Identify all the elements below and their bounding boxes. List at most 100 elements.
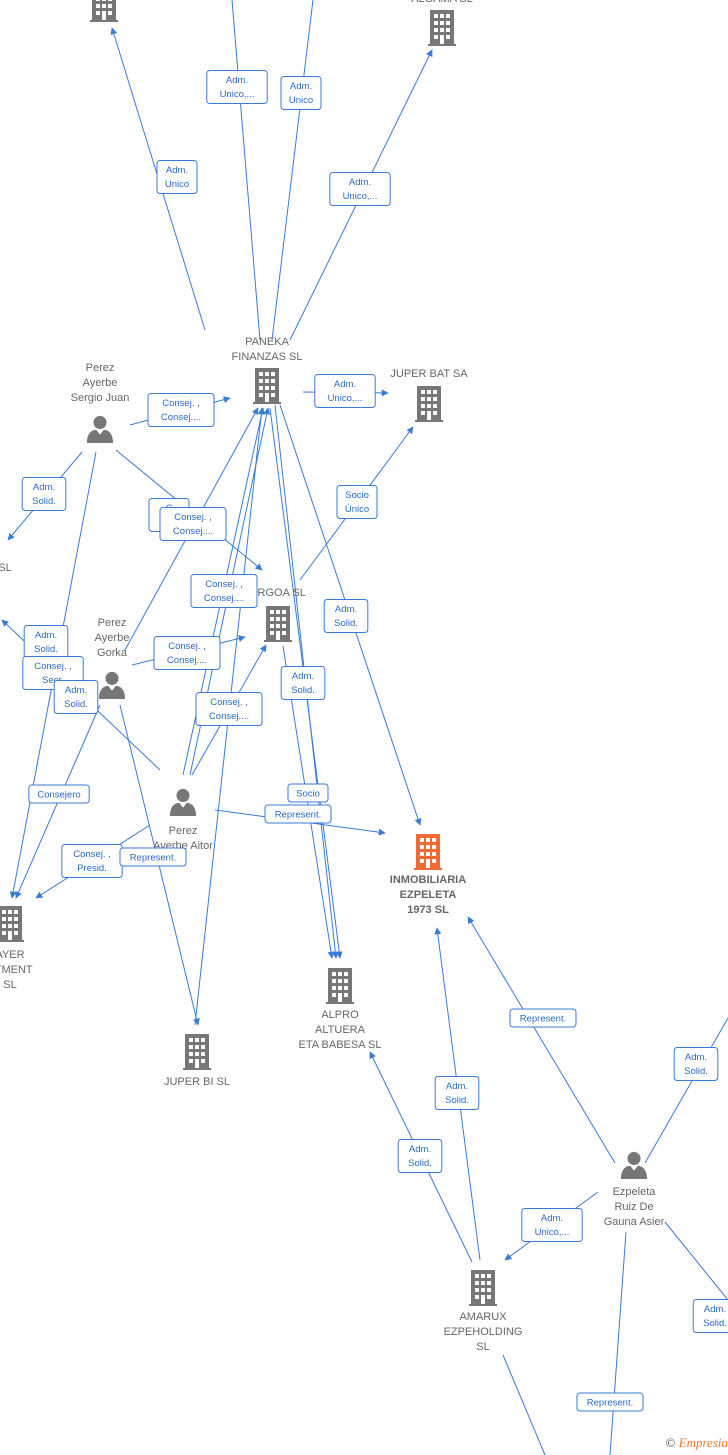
node-label: EZPELETA xyxy=(400,889,457,901)
edge-label-l16[interactable]: Consej. ,Consej.... xyxy=(153,636,221,670)
edge-label-l25[interactable]: Adm.Solid. xyxy=(673,1047,719,1081)
person-icon xyxy=(169,788,197,816)
edge-label-l4[interactable]: Adm.Unico,... xyxy=(329,172,391,206)
edge-label-box xyxy=(21,477,67,511)
edge-label-l30[interactable]: Represent. xyxy=(576,1392,644,1412)
edge-label-text: Consej.... xyxy=(209,711,249,722)
edge-label-text: Presid. xyxy=(77,863,107,874)
edge-label-l28[interactable]: Adm.Unico,... xyxy=(521,1208,583,1242)
edge-label-text: Consej. , xyxy=(174,512,212,523)
node-top1[interactable] xyxy=(90,0,118,22)
edge-label-text: Unico xyxy=(165,179,189,190)
node-label: Gauna Asier xyxy=(604,1216,665,1228)
edge-label-text: Adm. xyxy=(65,685,87,696)
edge-label-l18[interactable]: Consej. ,Consej.... xyxy=(195,692,263,726)
relation-edge xyxy=(609,1231,627,1455)
edge-label-box xyxy=(159,507,227,541)
node-ayer[interactable]: AYERSTMENTSL xyxy=(0,906,33,991)
node-label: SL xyxy=(3,979,16,991)
edge-label-text: Unico,... xyxy=(220,89,255,100)
edge-label-box xyxy=(153,636,221,670)
edge-label-box xyxy=(521,1208,583,1242)
node-label: Ruiz De xyxy=(614,1201,653,1213)
edge-label-box xyxy=(206,70,268,104)
edge-label-l22[interactable]: Consej. ,Presid. xyxy=(61,844,123,878)
relation-edge xyxy=(502,1354,546,1455)
edge-label-text: Adm. xyxy=(292,671,314,682)
edge-label-l24[interactable]: Represent. xyxy=(509,1008,577,1028)
node-label: Perez xyxy=(98,617,127,629)
edge-label-box xyxy=(190,574,258,608)
node-leftsl[interactable]: SL xyxy=(0,562,12,574)
edge-label-box xyxy=(264,804,332,824)
edge-label-l23[interactable]: Represent. xyxy=(119,847,187,867)
edge-label-text: Consej.... xyxy=(161,412,201,423)
edge-label-text: Consej. , xyxy=(168,641,206,652)
edge-label-l15[interactable]: Adm. Solid. xyxy=(53,680,99,714)
edge-label-box xyxy=(329,172,391,206)
building-icon xyxy=(253,368,281,404)
edge-label-box xyxy=(280,666,326,700)
edge-label-l3[interactable]: Adm.Unico xyxy=(156,160,198,194)
edge-label-l13[interactable]: Adm.Solid. xyxy=(23,625,69,659)
edge-label-l11[interactable]: Consej. ,Consej.... xyxy=(190,574,258,608)
edge-label-text: Represent. xyxy=(130,853,176,864)
edge-label-l7[interactable]: Adm.Solid. xyxy=(21,477,67,511)
edge-label-l17[interactable]: Adm.Solid. xyxy=(280,666,326,700)
node-juperbi[interactable]: JUPER BI SL xyxy=(164,1034,230,1088)
edge-label-box xyxy=(53,680,99,714)
node-label: AMARUX xyxy=(459,1311,507,1323)
edge-label-text: Solid. xyxy=(64,699,88,710)
edge-label-l27[interactable]: Adm.Solid. xyxy=(397,1139,443,1173)
edge-label-text: Solid. xyxy=(34,644,58,655)
edge-label-l10[interactable]: Consej. ,Consej.... xyxy=(159,507,227,541)
edge-label-l21[interactable]: Represent. xyxy=(264,804,332,824)
edge-label-text: Adm. xyxy=(33,482,55,493)
copyright-symbol: © xyxy=(665,1435,676,1450)
edge-label-l29[interactable]: Adm.Solid. xyxy=(692,1299,728,1333)
node-label: EZPEHOLDING xyxy=(444,1326,523,1338)
edge-label-text: Adm. xyxy=(226,75,248,86)
edge-label-box xyxy=(397,1139,443,1173)
footer-brand[interactable]: © Empresia xyxy=(666,1435,728,1451)
building-icon xyxy=(183,1034,211,1070)
edge-label-box xyxy=(509,1008,577,1028)
node-ergoa[interactable]: ERGOA SL xyxy=(250,587,306,642)
edge-label-text: Represent. xyxy=(275,810,321,821)
edge-label-text: Consejero xyxy=(37,790,80,801)
edge-label-text: Solid. xyxy=(684,1066,708,1077)
node-top2[interactable]: ALGAMA SL xyxy=(411,0,473,46)
edge-label-box xyxy=(692,1299,728,1333)
edge-label-l1[interactable]: Adm. Unico,... xyxy=(206,70,268,104)
edge-label-l5[interactable]: Consej. , Consej.... xyxy=(147,393,215,427)
edge-label-text: Adm. xyxy=(409,1144,431,1155)
node-label: ALTUERA xyxy=(315,1024,366,1036)
edge-label-box xyxy=(673,1047,719,1081)
person-icon xyxy=(86,415,114,443)
edge-label-box xyxy=(280,76,322,110)
edge-label-l20[interactable]: Socio xyxy=(287,783,329,803)
edge-label-l19[interactable]: Consejero xyxy=(28,784,90,804)
edge-label-box xyxy=(434,1076,480,1110)
node-label: Ayerbe xyxy=(95,632,130,644)
node-juperbat[interactable]: JUPER BAT SA xyxy=(390,368,468,422)
building-icon xyxy=(469,1270,497,1306)
edge-label-box xyxy=(336,485,378,519)
edge-label-l6[interactable]: Adm.Unico,... xyxy=(314,374,376,408)
node-label: Sergio Juan xyxy=(71,392,130,404)
edge-label-l12[interactable]: Adm.Solid. xyxy=(323,599,369,633)
edge-label-text: Consej. , xyxy=(162,398,200,409)
node-label: Gorka xyxy=(97,647,128,659)
edge-label-l26[interactable]: Adm.Solid. xyxy=(434,1076,480,1110)
edge-label-l2[interactable]: Adm.Unico xyxy=(280,76,322,110)
